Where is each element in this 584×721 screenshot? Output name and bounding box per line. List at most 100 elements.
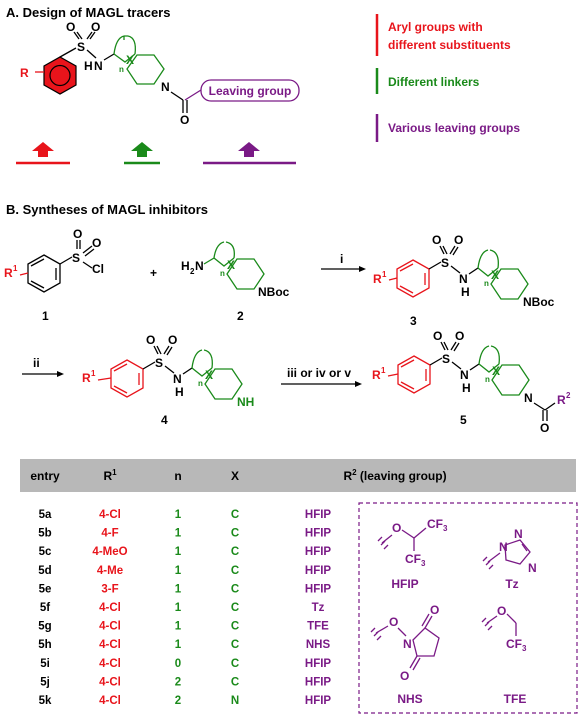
c1-so2b bbox=[84, 248, 95, 257]
c5-r-bond bbox=[387, 373, 399, 377]
tz-ring bbox=[504, 539, 531, 565]
tfe-bond2 bbox=[506, 613, 517, 624]
cell-r1: 4-Cl bbox=[99, 639, 121, 651]
cell-n: 1 bbox=[175, 565, 182, 577]
c5-n-sub: n bbox=[485, 375, 490, 384]
green-arrow bbox=[131, 142, 153, 157]
nhs-label: NHS bbox=[397, 692, 422, 706]
tz-bond bbox=[487, 552, 501, 563]
cell-entry: 5a bbox=[39, 509, 52, 521]
header-r2: R2 (leaving group) bbox=[343, 468, 446, 483]
tfe-label: TFE bbox=[504, 692, 527, 706]
cell-entry: 5c bbox=[39, 546, 52, 558]
c2-nboc: NBoc bbox=[258, 285, 290, 299]
c1-db3 bbox=[30, 280, 45, 289]
c3-x: X bbox=[491, 268, 499, 282]
hfip-cf3-1: CF3 bbox=[427, 517, 448, 533]
compound-5: R 1 S O O N H n X N O R 2 5 bbox=[372, 329, 571, 435]
c3-r-sup: 1 bbox=[382, 270, 387, 279]
hfip-bond2 bbox=[401, 529, 415, 539]
c5-pip-n: N bbox=[524, 391, 533, 405]
c5-nc-bond bbox=[469, 363, 480, 371]
x-atom: X bbox=[126, 53, 134, 67]
c3-chain bbox=[477, 267, 499, 277]
c3-nc-bond bbox=[468, 267, 479, 275]
c3-s: S bbox=[441, 256, 449, 270]
s-n-bond bbox=[86, 49, 97, 59]
cell-n: 1 bbox=[175, 546, 182, 558]
nhs-co2b bbox=[412, 657, 421, 671]
c5-so1b bbox=[443, 341, 449, 351]
c4-o2: O bbox=[168, 333, 177, 347]
c4-so2 bbox=[163, 345, 170, 355]
c2-n-sub: n bbox=[220, 269, 225, 278]
tfe-o: O bbox=[497, 604, 506, 618]
reagent-i: i bbox=[340, 252, 343, 266]
cell-n: 1 bbox=[175, 583, 182, 595]
lg-tz: N N N Tz bbox=[482, 527, 537, 591]
c1-so2 bbox=[82, 245, 93, 254]
c3-o2: O bbox=[454, 233, 463, 247]
c2-h: H bbox=[181, 259, 190, 273]
c5-db3 bbox=[400, 381, 415, 390]
nhs-n: N bbox=[403, 637, 412, 651]
hfip-cf3-2: CF3 bbox=[405, 552, 426, 568]
c3-so1b bbox=[442, 245, 448, 255]
cell-entry: 5k bbox=[39, 695, 52, 707]
cell-r1: 4-Cl bbox=[99, 509, 121, 521]
cell-entry: 5j bbox=[40, 676, 50, 688]
cell-entry: 5i bbox=[40, 658, 50, 670]
c5-o2: O bbox=[455, 329, 464, 343]
c4-r-sup: 1 bbox=[91, 369, 96, 378]
c4-x: X bbox=[205, 368, 213, 382]
tz-db bbox=[521, 543, 528, 552]
legend-red-line2: different substituents bbox=[388, 38, 511, 52]
cell-n: 2 bbox=[175, 676, 181, 688]
c2-chain bbox=[213, 257, 235, 267]
tz-label: Tz bbox=[505, 577, 518, 591]
nhs-o3: O bbox=[400, 669, 409, 683]
cell-x: C bbox=[231, 528, 239, 540]
c4-ring2 bbox=[204, 368, 243, 400]
cell-r1: 4-Cl bbox=[99, 676, 121, 688]
r-label: R bbox=[20, 66, 29, 80]
cell-x: C bbox=[231, 602, 239, 614]
tz-n4: N bbox=[528, 561, 537, 575]
c1-o2: O bbox=[92, 236, 101, 250]
nhs-co1b bbox=[421, 613, 430, 627]
section-b-title: B. Syntheses of MAGL inhibitors bbox=[6, 202, 208, 217]
cell-r1: 4-Me bbox=[97, 565, 123, 577]
c4-nc-bond bbox=[182, 367, 193, 375]
linker-chain bbox=[113, 53, 136, 63]
c4-n-sub: n bbox=[198, 379, 203, 388]
red-arrow bbox=[32, 142, 54, 157]
c5-number: 5 bbox=[460, 413, 467, 427]
compound-1: R 1 S O O Cl 1 bbox=[4, 227, 104, 323]
c5-x: X bbox=[492, 364, 500, 378]
c5-carbonyl-o: O bbox=[540, 421, 549, 435]
o-atom-2: O bbox=[91, 20, 100, 34]
header-x: X bbox=[231, 469, 239, 483]
cell-n: 1 bbox=[175, 621, 182, 633]
section-a-title: A. Design of MAGL tracers bbox=[6, 5, 170, 20]
cell-lg: HFIP bbox=[305, 658, 332, 670]
c5-so2b bbox=[453, 342, 460, 352]
plus-sign: + bbox=[150, 266, 157, 280]
hfip-o: O bbox=[392, 521, 401, 535]
leaving-group-box bbox=[200, 79, 300, 102]
linker-bracket-right bbox=[127, 35, 136, 55]
c1-ring bbox=[27, 254, 61, 293]
c5-s: S bbox=[442, 352, 450, 366]
nhs-co2 bbox=[409, 655, 418, 669]
arrow-i-head bbox=[359, 266, 366, 272]
cell-x: N bbox=[231, 695, 239, 707]
c5-ring bbox=[397, 355, 431, 394]
c5-o1: O bbox=[433, 329, 442, 343]
cell-entry: 5f bbox=[40, 602, 50, 614]
